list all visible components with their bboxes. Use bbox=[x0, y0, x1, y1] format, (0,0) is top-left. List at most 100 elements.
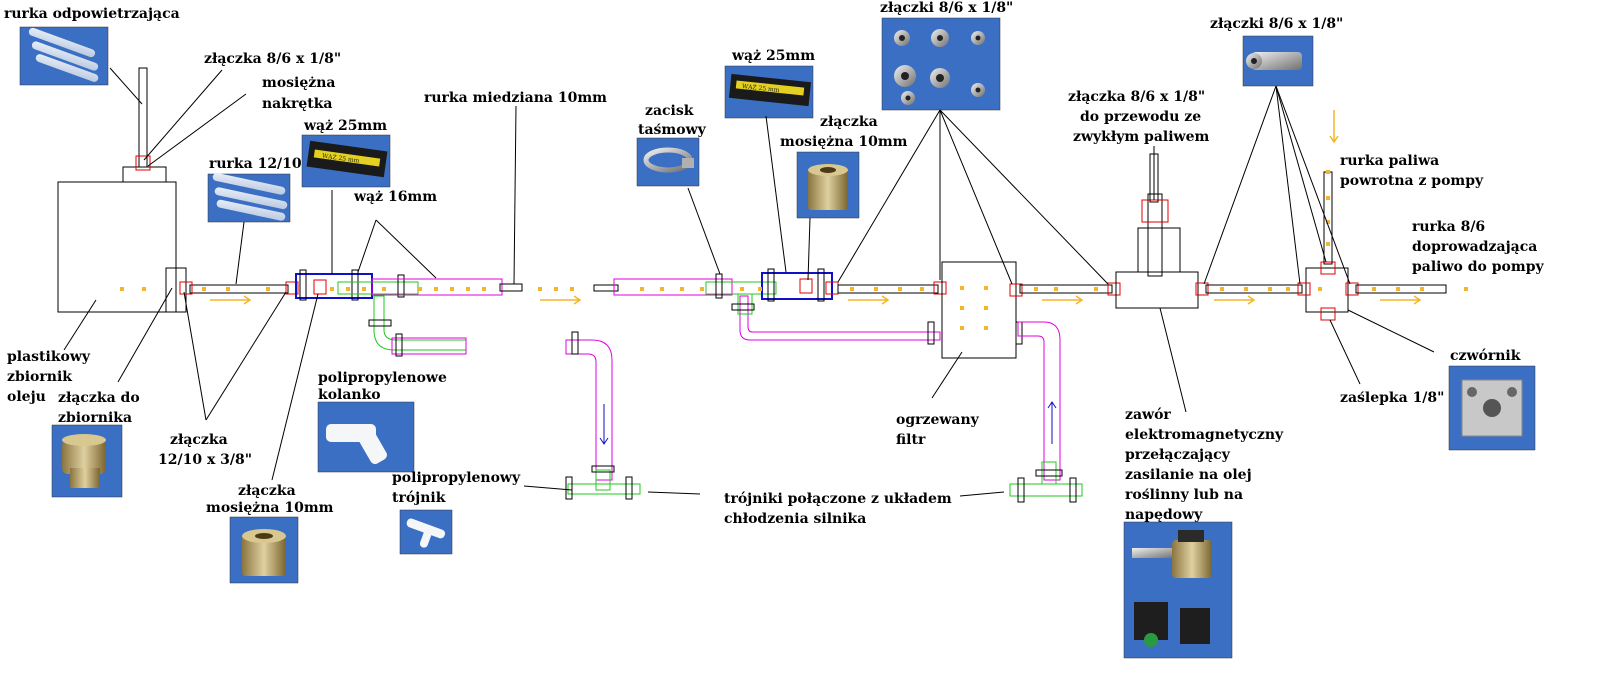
photo-tank-fitting bbox=[51, 424, 123, 498]
label-clamp-1: zacisk bbox=[645, 103, 694, 119]
blue-hose-25mm-mid bbox=[761, 272, 833, 300]
photo-vent-tubes bbox=[19, 26, 109, 86]
label-diesel-fitting-2: do przewodu ze bbox=[1080, 109, 1201, 125]
label-tank-1: plastikowy bbox=[7, 349, 91, 365]
red-fitting bbox=[179, 281, 193, 295]
magenta-hose bbox=[371, 278, 503, 296]
photo-hose-25mm-left: WĄŻ 25 mm bbox=[301, 134, 391, 188]
photo-hose-clamp bbox=[636, 137, 700, 187]
red-fitting bbox=[285, 281, 299, 295]
red-fitting bbox=[933, 281, 947, 295]
black-clamp bbox=[731, 303, 755, 311]
black-clamp bbox=[395, 333, 403, 357]
red-fitting bbox=[1107, 282, 1121, 296]
label-return-pipe-2: powrotna z pompy bbox=[1340, 173, 1484, 189]
coolant-tee-left bbox=[567, 483, 641, 495]
magenta-hose bbox=[613, 278, 733, 296]
label-heated-filter-1: ogrzewany bbox=[896, 412, 980, 428]
label-brass-nut-1: mosiężna bbox=[262, 75, 335, 91]
blanking-plug bbox=[1320, 307, 1336, 321]
coolant-tee-right bbox=[1009, 483, 1083, 497]
label-heated-filter-2: filtr bbox=[896, 432, 926, 448]
coolant-pipe-right bbox=[1017, 321, 1061, 481]
label-valve-5: roślinny lub na bbox=[1125, 487, 1243, 503]
label-pump-feed-2: doprowadzająca bbox=[1412, 239, 1537, 255]
black-clamp bbox=[767, 268, 775, 302]
pump-feed-pipe bbox=[1355, 284, 1447, 294]
black-clamp bbox=[368, 319, 392, 327]
label-hose-16mm: wąż 16mm bbox=[353, 189, 437, 205]
copper-pipe-left bbox=[499, 283, 523, 292]
black-clamp bbox=[927, 321, 935, 345]
label-pp-elbow-2: kolanko bbox=[318, 387, 381, 403]
vent-tube bbox=[138, 67, 148, 168]
leader-lines bbox=[63, 67, 1435, 497]
black-clamp bbox=[1035, 469, 1063, 477]
black-clamp bbox=[1015, 321, 1023, 345]
valve-stem bbox=[1147, 193, 1163, 277]
red-fitting bbox=[1297, 282, 1311, 296]
valve-coil bbox=[1137, 227, 1181, 273]
red-fitting bbox=[1195, 282, 1209, 296]
flow-arrows bbox=[210, 110, 1422, 305]
label-tank-fitting-1: złączka do bbox=[58, 390, 140, 406]
photo-pp-elbow bbox=[317, 401, 415, 473]
label-valve-6: napędowy bbox=[1125, 507, 1203, 523]
label-tank-fitting-2: zbiornika bbox=[58, 410, 132, 426]
label-pp-tee-1: polipropylenowy bbox=[392, 470, 521, 486]
label-four-way: czwórnik bbox=[1450, 348, 1521, 364]
label-copper-pipe: rurka miedziana 10mm bbox=[424, 90, 607, 106]
photo-brass-coupling-mid bbox=[796, 151, 860, 219]
label-fittings-86-right: złączki 8/6 x 1/8" bbox=[1210, 16, 1343, 32]
diesel-inlet-fitting bbox=[1141, 199, 1169, 223]
photo-tubes-1210 bbox=[207, 172, 291, 223]
red-fitting bbox=[799, 278, 813, 294]
tank-outlet-fitting bbox=[165, 267, 187, 313]
pipe bbox=[837, 284, 939, 294]
pipe bbox=[1019, 284, 1113, 294]
label-clamp-2: taśmowy bbox=[638, 122, 707, 138]
tank-cap bbox=[122, 166, 167, 183]
black-clamp bbox=[817, 268, 825, 302]
label-pp-tee-2: trójnik bbox=[392, 490, 446, 506]
solenoid-valve bbox=[1115, 271, 1199, 309]
red-fitting bbox=[1320, 261, 1336, 275]
oil-tank bbox=[57, 181, 177, 313]
label-return-pipe-1: rurka paliwa bbox=[1340, 153, 1439, 169]
label-brass-coupling-mid-2: mosiężna 10mm bbox=[780, 134, 908, 150]
label-hose-25mm-left: wąż 25mm bbox=[303, 118, 387, 134]
label-diesel-fitting-1: złączka 8/6 x 1/8" bbox=[1068, 89, 1205, 105]
label-tank-3: oleju bbox=[7, 389, 46, 405]
label-valve-3: przełączający bbox=[1125, 447, 1231, 463]
label-fitting-1210-1: złączka bbox=[170, 432, 228, 448]
elbow-branch bbox=[373, 295, 467, 351]
label-fitting-1210-2: 12/10 x 3/8" bbox=[158, 452, 252, 468]
pipe bbox=[1205, 284, 1303, 294]
photo-fitting-right bbox=[1242, 35, 1314, 87]
coolant-pipe-left bbox=[565, 339, 613, 481]
pipe-1210 bbox=[189, 284, 289, 294]
black-clamp bbox=[571, 331, 579, 355]
label-valve-4: zasilanie na olej bbox=[1125, 467, 1252, 483]
flow-dots bbox=[120, 170, 1468, 330]
label-tank-2: zbiornik bbox=[7, 369, 72, 385]
black-clamp bbox=[397, 274, 405, 298]
label-coolant-tees-1: trójniki połączone z układem bbox=[724, 491, 952, 507]
magenta-hose bbox=[391, 337, 467, 355]
green-hose bbox=[1041, 461, 1057, 485]
label-pump-feed-1: rurka 8/6 bbox=[1412, 219, 1485, 235]
photo-fittings-set bbox=[881, 17, 1001, 111]
black-clamp bbox=[299, 269, 307, 301]
red-fitting bbox=[313, 279, 327, 295]
label-valve-1: zawór bbox=[1125, 407, 1171, 423]
black-clamp bbox=[1069, 477, 1077, 503]
label-coolant-tees-2: chłodzenia silnika bbox=[724, 511, 866, 527]
green-hose bbox=[595, 469, 611, 491]
vent-fitting bbox=[135, 155, 151, 171]
black-clamp bbox=[565, 476, 573, 500]
photo-four-way-block bbox=[1448, 365, 1536, 451]
label-vent-tube: rurka odpowietrzająca bbox=[4, 6, 180, 22]
red-fitting bbox=[1345, 282, 1359, 296]
label-valve-2: elektromagnetyczny bbox=[1125, 427, 1284, 443]
red-fitting bbox=[1009, 283, 1023, 297]
